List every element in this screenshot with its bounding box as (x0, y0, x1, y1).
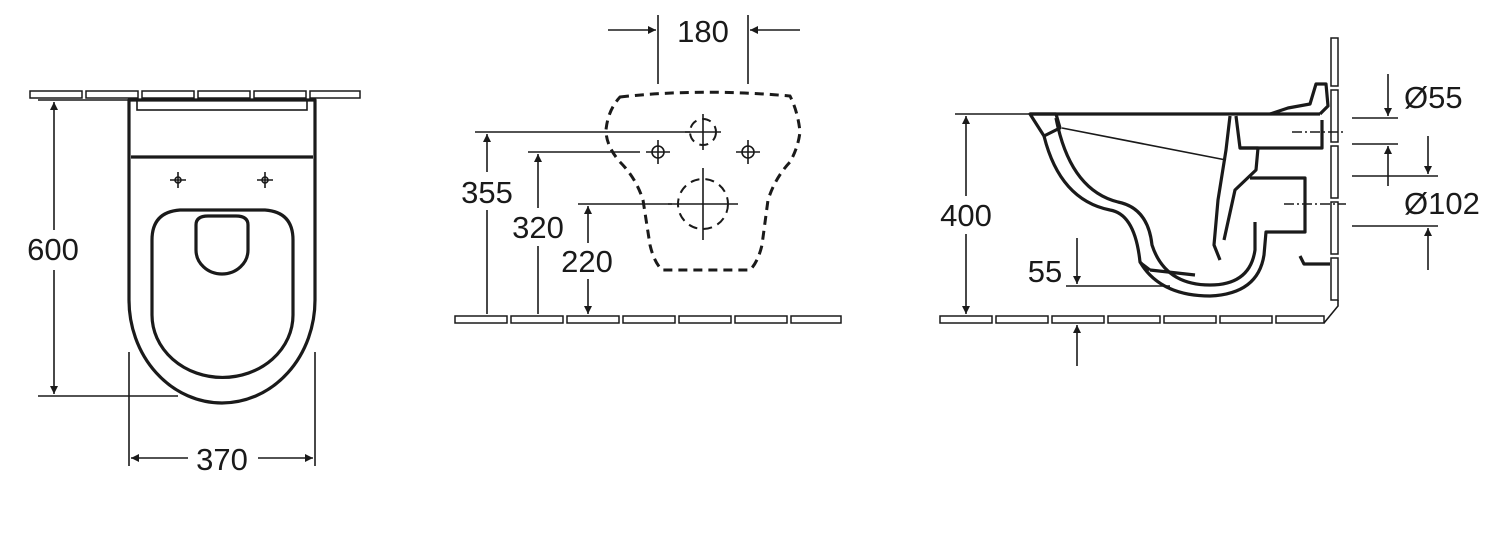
dimension-355-label: 355 (461, 175, 513, 210)
dimension-diameter-55-label: Ø55 (1404, 80, 1463, 115)
dimension-320: 320 (503, 151, 640, 314)
dimension-diameter-102: Ø102 (1352, 136, 1480, 270)
dimension-55-floor-gap: 55 (1028, 238, 1170, 366)
bowl-profile-side (1028, 82, 1330, 298)
side-view-wall (1323, 37, 1339, 324)
dimension-180-label: 180 (677, 14, 729, 49)
dimension-355: 355 (452, 131, 690, 314)
dimension-600-label: 600 (27, 232, 79, 267)
fixing-hole-left (646, 140, 670, 164)
dimension-370-label: 370 (196, 442, 248, 477)
dimension-diameter-102-label: Ø102 (1404, 186, 1480, 221)
dimension-400: 400 (932, 113, 1030, 314)
bowl-rim-top (136, 99, 308, 111)
fixing-hole-right (736, 140, 760, 164)
top-view-wall (29, 90, 361, 99)
front-view: 180 355 320 220 (452, 14, 842, 324)
seat-inner-outline (194, 214, 250, 276)
outlet-opening-front (668, 168, 738, 240)
side-view-floor (939, 315, 1325, 324)
dimension-370: 370 (128, 352, 316, 477)
dimension-55-label: 55 (1028, 254, 1062, 289)
bowl-outline-top (127, 98, 317, 405)
dimension-220-label: 220 (561, 244, 613, 279)
dimension-220: 220 (552, 203, 672, 314)
side-view: 400 55 Ø55 Ø102 (932, 37, 1480, 366)
seat-outline (150, 208, 295, 380)
dimension-diameter-55: Ø55 (1352, 74, 1463, 186)
fixing-hole-right-marker (257, 172, 273, 188)
dimension-180: 180 (608, 14, 800, 84)
front-view-floor (454, 315, 842, 324)
fixing-hole-left-marker (170, 172, 186, 188)
top-view: 600 370 (20, 90, 361, 477)
dimension-600: 600 (20, 99, 178, 397)
dimension-320-label: 320 (512, 210, 564, 245)
dimension-400-label: 400 (940, 198, 992, 233)
inlet-opening-front (685, 114, 721, 150)
